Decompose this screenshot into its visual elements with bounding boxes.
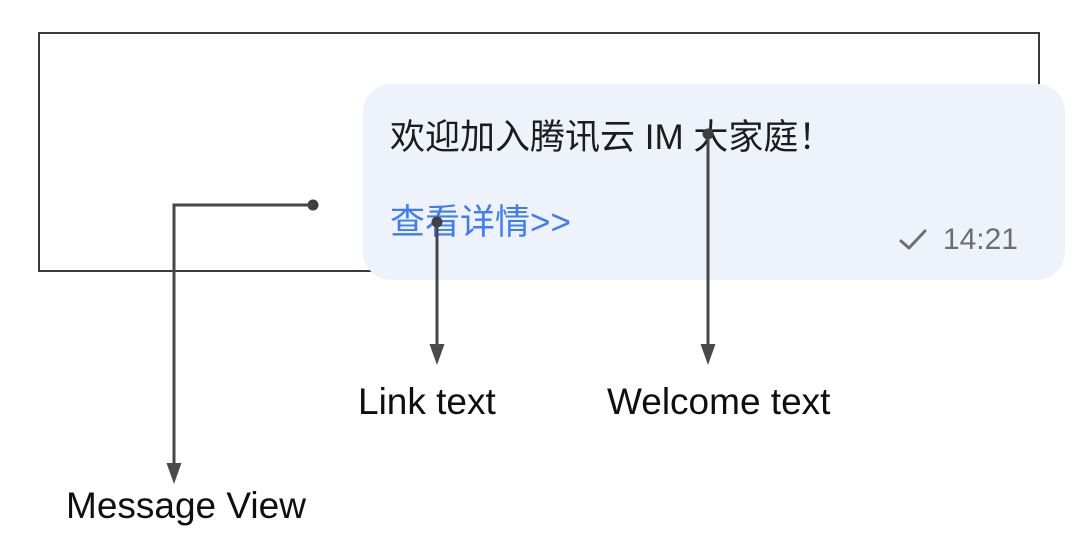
message-meta: 14:21 bbox=[897, 224, 1018, 256]
message-bubble[interactable]: 欢迎加入腾讯云 IM 大家庭！ 查看详情>> 14:21 bbox=[363, 84, 1065, 280]
annotation-welcome-text-label: Welcome text bbox=[607, 381, 831, 422]
message-view[interactable]: 欢迎加入腾讯云 IM 大家庭！ 查看详情>> 14:21 bbox=[38, 32, 1065, 280]
annotation-link-text-label: Link text bbox=[358, 381, 496, 422]
annotation-message-view-label: Message View bbox=[66, 485, 306, 526]
welcome-text: 欢迎加入腾讯云 IM 大家庭！ bbox=[390, 118, 834, 157]
message-time: 14:21 bbox=[942, 223, 1018, 256]
detail-link[interactable]: 查看详情>> bbox=[390, 203, 571, 242]
sent-check-icon bbox=[897, 227, 929, 253]
